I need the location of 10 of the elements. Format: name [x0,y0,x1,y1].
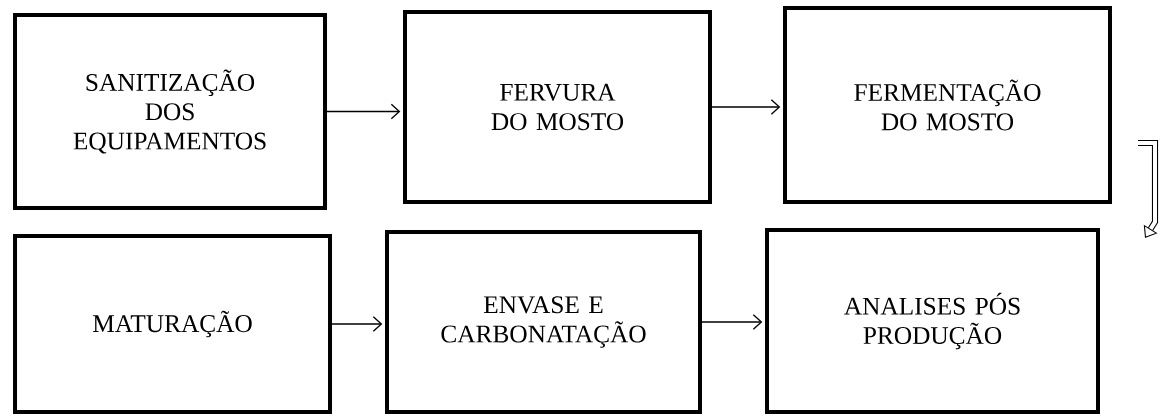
arrow [326,103,401,120]
process-box: SANITIZAÇÃO DOS EQUIPAMENTOS [13,13,327,210]
process-box: FERMENTAÇÃO DO MOSTO [783,6,1112,204]
process-box: ANALISES PÓS PRODUÇÃO [765,228,1100,414]
arrow [331,316,383,332]
process-box: FERVURA DO MOSTO [403,10,712,204]
process-box: MATURAÇÃO [13,234,332,414]
process-box: ENVASE E CARBONATAÇÃO [385,230,702,414]
arrow [711,99,781,115]
arrow [701,314,763,330]
